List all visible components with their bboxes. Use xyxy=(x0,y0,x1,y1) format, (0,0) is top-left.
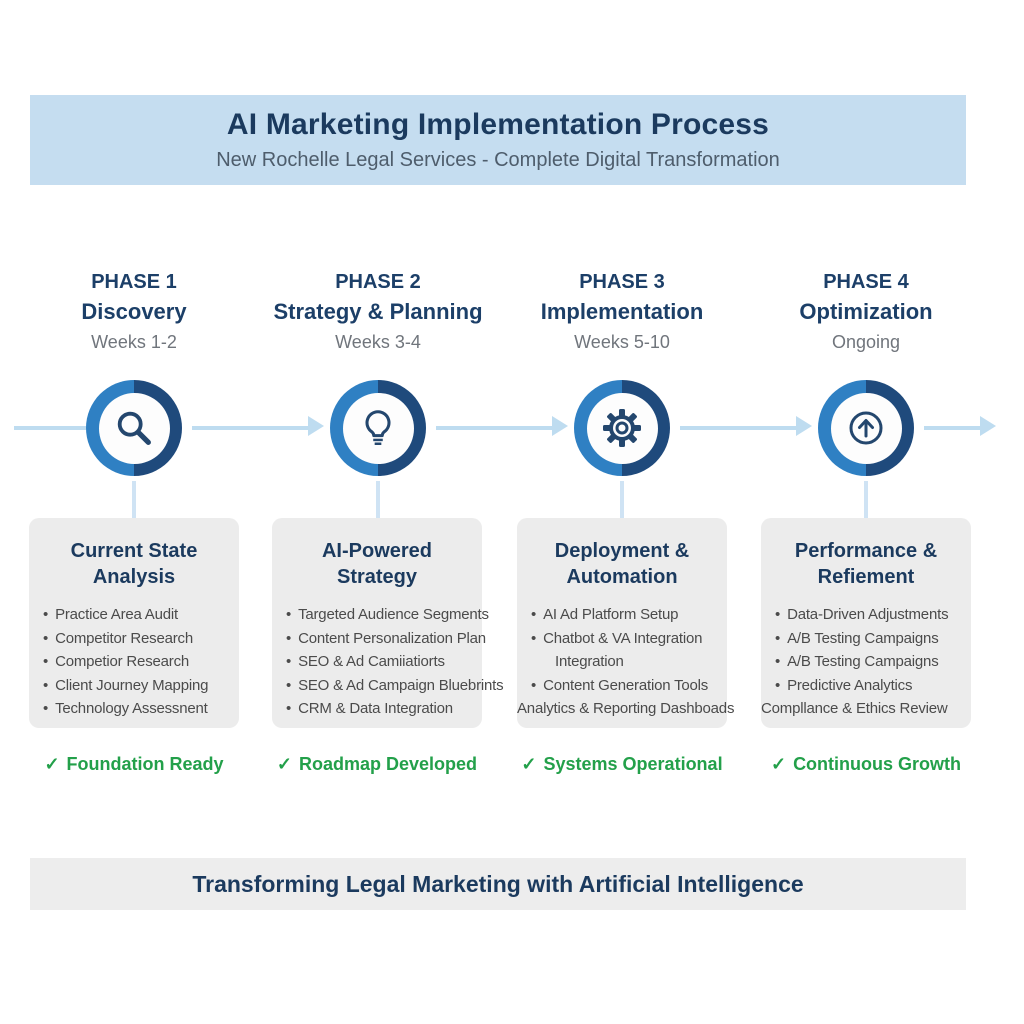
timeline-line-end xyxy=(924,426,982,430)
arrow-right-icon xyxy=(552,416,568,436)
phase-label: PHASE 2 xyxy=(335,271,421,293)
phase-duration: Weeks 3-4 xyxy=(335,332,421,352)
card-title: Current State Analysis xyxy=(70,540,198,588)
list-item: Targeted Audience Segments xyxy=(284,603,489,627)
search-icon xyxy=(113,407,155,449)
phase-3-card: Deployment & Automation AI Ad Platform S… xyxy=(517,518,735,728)
phase-4-card: Performance & Refiement Data-Driven Adju… xyxy=(761,518,971,728)
status-text: Systems Operational xyxy=(543,754,723,774)
list-item: CRM & Data Integration xyxy=(284,697,482,721)
status-text: Foundation Ready xyxy=(66,754,224,774)
page-subtitle: New Rochelle Legal Services - Complete D… xyxy=(216,149,780,171)
list-item: Predictive Analytics xyxy=(773,674,971,698)
connector-tick xyxy=(864,481,868,518)
phase-1-header: PHASE 1 Discovery Weeks 1-2 xyxy=(12,271,256,353)
phase-4-circle xyxy=(818,380,914,476)
phase-label: PHASE 1 xyxy=(91,271,177,293)
arrow-right-icon xyxy=(980,416,996,436)
list-item: Analytics & Reporting Dashboads xyxy=(517,700,735,717)
list-item: Client Journey Mapping xyxy=(41,674,239,698)
list-item: Compllance & Ethics Review xyxy=(761,700,948,717)
list-item: A/B Testing Campaigns xyxy=(773,627,971,651)
arrow-right-icon xyxy=(308,416,324,436)
card-list: Practice Area Audit Competitor Research … xyxy=(29,603,239,721)
timeline-line-start xyxy=(14,426,86,430)
phase-2-circle xyxy=(330,380,426,476)
card-list: AI Ad Platform Setup Chatbot & VA Integr… xyxy=(517,603,735,721)
phase-3-circle xyxy=(574,380,670,476)
header-band: AI Marketing Implementation Process New … xyxy=(30,95,966,185)
phase-label: PHASE 3 xyxy=(579,271,665,293)
card-title: AI-Powered Strategy xyxy=(321,540,433,588)
list-item: Data-Driven Adjustments xyxy=(773,603,971,627)
phase-2-header: PHASE 2 Strategy & Planning Weeks 3-4 xyxy=(256,271,500,353)
phase-name: Discovery xyxy=(81,299,187,324)
list-item: Competitor Research xyxy=(41,627,239,651)
phase-label: PHASE 4 xyxy=(823,271,909,293)
phase-name: Implementation xyxy=(540,299,704,324)
lightbulb-icon xyxy=(357,407,399,449)
timeline-line-2 xyxy=(436,426,554,430)
timeline-line-3 xyxy=(680,426,798,430)
checkmark-icon: ✓ xyxy=(276,754,293,774)
phase-4-header: PHASE 4 Optimization Ongoing xyxy=(744,271,988,353)
list-item: Content Generation Tools xyxy=(529,674,727,698)
phase-4-status: ✓ Continuous Growth xyxy=(761,754,971,775)
phase-name: Strategy & Planning xyxy=(273,299,483,324)
phase-duration: Ongoing xyxy=(831,332,901,352)
list-item: Competior Research xyxy=(41,650,239,674)
phase-1-card: Current State Analysis Practice Area Aud… xyxy=(29,518,239,728)
list-item: Chatbot & VA Integration xyxy=(529,627,727,651)
gear-icon xyxy=(600,406,644,450)
phase-name: Optimization xyxy=(799,299,933,324)
phase-duration: Weeks 5-10 xyxy=(574,332,670,352)
phase-2-card: AI-Powered Strategy Targeted Audience Se… xyxy=(272,518,504,728)
footer-banner-text: Transforming Legal Marketing with Artifi… xyxy=(192,871,804,897)
connector-tick xyxy=(132,481,136,518)
phase-2-status: ✓ Roadmap Developed xyxy=(272,754,482,775)
arrow-right-icon xyxy=(796,416,812,436)
page-title: AI Marketing Implementation Process xyxy=(226,108,770,141)
status-text: Roadmap Developed xyxy=(299,754,478,774)
connector-tick xyxy=(620,481,624,518)
list-item-continuation: Integration xyxy=(555,653,624,670)
card-list: Data-Driven Adjustments A/B Testing Camp… xyxy=(761,603,971,721)
checkmark-icon: ✓ xyxy=(44,754,60,774)
card-list: Targeted Audience Segments Content Perso… xyxy=(272,603,504,721)
checkmark-icon: ✓ xyxy=(521,754,537,774)
card-title: Deployment & Automation xyxy=(554,540,690,588)
phase-duration: Weeks 1-2 xyxy=(91,332,177,352)
list-item: SEO & Ad Camiiatiorts xyxy=(284,650,482,674)
card-title: Performance & Refiement xyxy=(794,540,938,588)
list-item: SEO & Ad Campaign Bluebrints xyxy=(284,674,504,698)
phase-3-status: ✓ Systems Operational xyxy=(517,754,727,775)
list-item: Practice Area Audit xyxy=(41,603,239,627)
connector-tick xyxy=(376,481,380,518)
status-text: Continuous Growth xyxy=(793,754,962,774)
phase-1-status: ✓ Foundation Ready xyxy=(29,754,239,775)
list-item: AI Ad Platform Setup xyxy=(529,603,727,627)
timeline-line-1 xyxy=(192,426,310,430)
phase-3-header: PHASE 3 Implementation Weeks 5-10 xyxy=(500,271,744,353)
footer-band: Transforming Legal Marketing with Artifi… xyxy=(30,858,966,910)
checkmark-icon: ✓ xyxy=(770,754,787,774)
list-item: A/B Testing Campaigns xyxy=(773,650,971,674)
growth-arrow-icon xyxy=(844,406,888,450)
phase-1-circle xyxy=(86,380,182,476)
list-item: Content Personalization Plan xyxy=(284,627,486,651)
list-item: Technology Assessnent xyxy=(41,697,239,721)
